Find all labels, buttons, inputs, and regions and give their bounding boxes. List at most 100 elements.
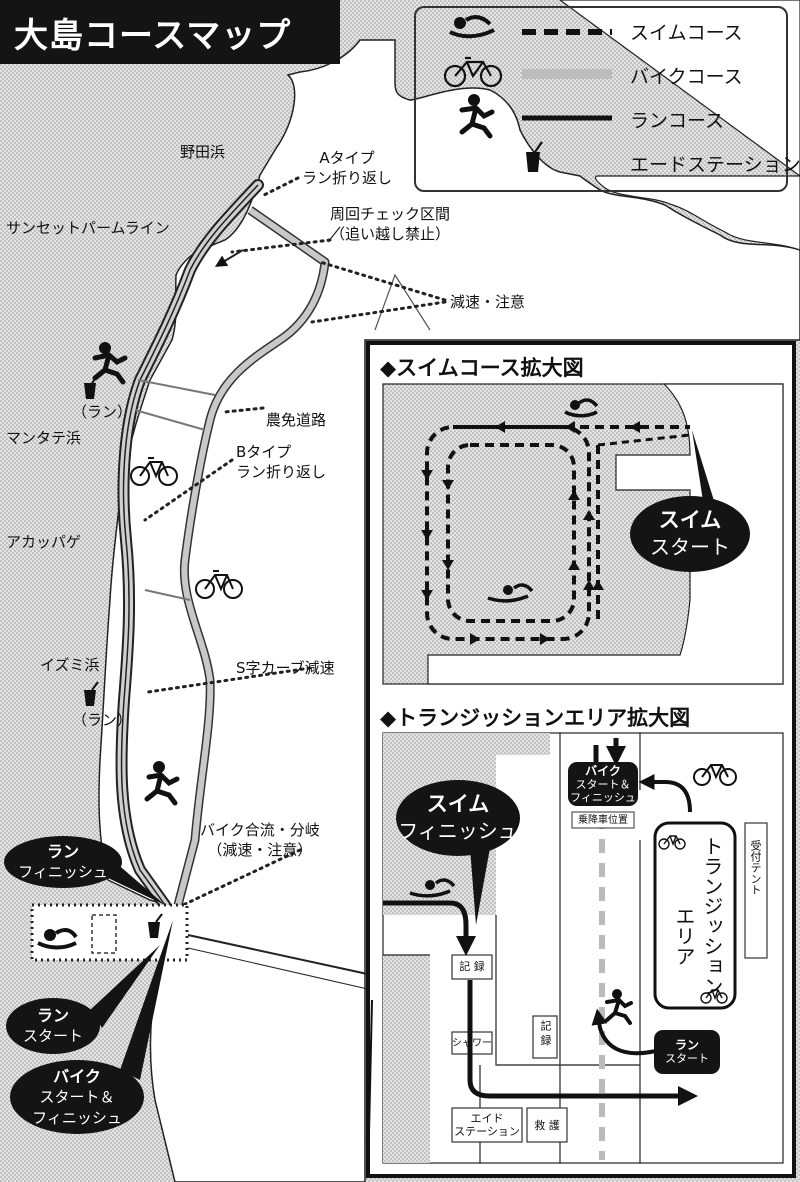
run-start-line2: スタート (22, 1027, 83, 1045)
place-akappage: アカッパゲ (6, 533, 82, 551)
transition-run-start-box: ラン スタート (654, 1030, 720, 1074)
record-label-2: 記 録 (539, 1020, 552, 1046)
transition-run-start-line2: スタート (665, 1052, 709, 1065)
note-s-curve: S字カーブ減速 (236, 659, 335, 677)
bike-tail (120, 920, 173, 1080)
place-nodahama: 野田浜 (180, 143, 226, 161)
bike-callout-line3: フィニッシュ (32, 1108, 122, 1127)
bicycle-icon-2 (195, 570, 243, 599)
transition-inset-title: ◆トランジッションエリア拡大図 (380, 706, 691, 730)
bike-start-finish-box: バイク スタート＆ フィニッシュ (568, 762, 638, 806)
bicycle-icon-small-2 (700, 989, 728, 1004)
bicycle-icon-inset (693, 764, 737, 786)
cup-icon-2 (84, 681, 99, 706)
legend-swimmer-icon (449, 15, 495, 39)
note-bike-merge-line2: （減速・注意） (207, 841, 313, 859)
mount-zone-label: 乗降車位置 (578, 815, 628, 826)
note-b-type-line2: ラン折り返し (236, 463, 327, 481)
swimmer-icon-transition (409, 878, 456, 898)
legend-aid-label: エードステーション (630, 154, 800, 176)
transition-area-box (653, 821, 737, 1010)
legend-bike-label: バイクコース (630, 66, 743, 88)
cup-icon (84, 374, 99, 399)
bike-arrows (593, 738, 616, 765)
page-title: 大島コースマップ (14, 16, 292, 56)
tent-label: 受付テント (749, 840, 762, 895)
swim-finish-pointer (470, 848, 490, 925)
swim-start-pointer (692, 430, 720, 520)
check-arrow (327, 226, 341, 243)
legend-swim-label: スイムコース (630, 22, 743, 44)
zone-small-box (91, 914, 117, 954)
run-out-arrow (467, 980, 698, 1106)
swimmer-icon-inset (564, 398, 599, 418)
swimmer-icon-inset-2 (487, 583, 534, 603)
run-finish-line2: フィニッシュ (18, 863, 108, 881)
place-sunset-palm-line: サンセットパームライン (6, 219, 170, 237)
record-box-2 (532, 1015, 558, 1059)
title-banner: 大島コースマップ (0, 0, 340, 64)
swim-exit-arrow (383, 900, 476, 956)
legend-cup-icon (526, 141, 543, 172)
record-box-1 (451, 954, 493, 980)
note-b-type-line1: Bタイプ (236, 443, 292, 461)
side-road (134, 379, 216, 601)
inset-connector-2 (187, 947, 373, 991)
legend-bicycle-icon (443, 56, 503, 88)
bike-box-line2: スタート＆ (575, 777, 631, 791)
northeast-land (558, 0, 800, 251)
run-finish-line1: ラン (46, 842, 79, 861)
runner-icon-2 (144, 761, 180, 806)
bike-box-line1: バイク (585, 763, 621, 778)
transition-sea-2 (383, 955, 430, 1163)
tent-box (744, 822, 768, 959)
bike-box-line3: フィニッシュ (570, 790, 636, 804)
swim-start-line1: スイム (658, 508, 722, 532)
run-finish-tail (108, 862, 165, 905)
legend-runner-icon (459, 94, 495, 139)
turnaround-arrow (214, 249, 244, 267)
note-slow-down: 減速・注意 (450, 293, 526, 311)
swim-inset-shore (427, 383, 784, 685)
swim-entry-line-2 (597, 433, 691, 447)
rescue-label: 救 護 (534, 1119, 560, 1132)
aid-station-line1: エイド (470, 1112, 504, 1125)
bike-callout: バイク スタート＆ フィニッシュ (10, 1060, 144, 1134)
note-a-type: Aタイプ ラン折り返し (302, 148, 392, 188)
coast-road-center (120, 184, 259, 906)
record-label-1: 記 録 (459, 960, 485, 973)
swim-start-callout: スイム スタート (630, 496, 750, 572)
legend: スイムコース バイクコース ランコース エードステーション (414, 6, 800, 192)
note-farm-road: 農免道路 (266, 411, 327, 429)
note-bike-merge: バイク合流・分岐 （減速・注意） (200, 820, 320, 860)
note-check-section: 周回チェック区間 （追い越し禁止） (330, 204, 450, 244)
note-a-type-line2: ラン折り返し (302, 169, 393, 187)
shower-label: シャワー (452, 1038, 492, 1049)
mount-zone-box (571, 811, 635, 829)
transition-area-label-1: トランジッション (700, 836, 724, 996)
note-check-line2: （追い越し禁止） (330, 225, 451, 243)
swim-finish-line1: スイム (426, 792, 490, 816)
swim-finish-line2: フィニッシュ (398, 819, 518, 843)
swim-loop-outer (425, 425, 591, 641)
farm-road-fill (175, 207, 328, 906)
bicycle-icon-small (658, 835, 686, 850)
place-izumi: イズミ浜 (40, 656, 100, 674)
bike-callout-line1: バイク (53, 1066, 101, 1086)
run-finish-callout: ラン フィニッシュ (4, 836, 122, 888)
note-b-type: Bタイプ ラン折り返し (236, 442, 326, 482)
transition-run-start-line1: ラン (674, 1038, 699, 1052)
rescue-box (526, 1107, 568, 1143)
aid-station-line2: ステーション (454, 1125, 520, 1138)
aid-label-run-2: （ラン） (72, 711, 133, 729)
note-a-type-line1: Aタイプ (319, 149, 375, 167)
run-start-arrow (591, 1008, 661, 1056)
note-bike-merge-line1: バイク合流・分岐 (200, 821, 320, 839)
aid-box (451, 1107, 523, 1143)
transition-area-label-2: エリア (672, 906, 696, 966)
inset-connector (187, 934, 373, 976)
run-start-line1: ラン (36, 1006, 69, 1025)
swim-loop-inner (446, 443, 576, 623)
leader-lines (143, 176, 447, 907)
place-mantate: マンタテ浜 (6, 429, 82, 447)
